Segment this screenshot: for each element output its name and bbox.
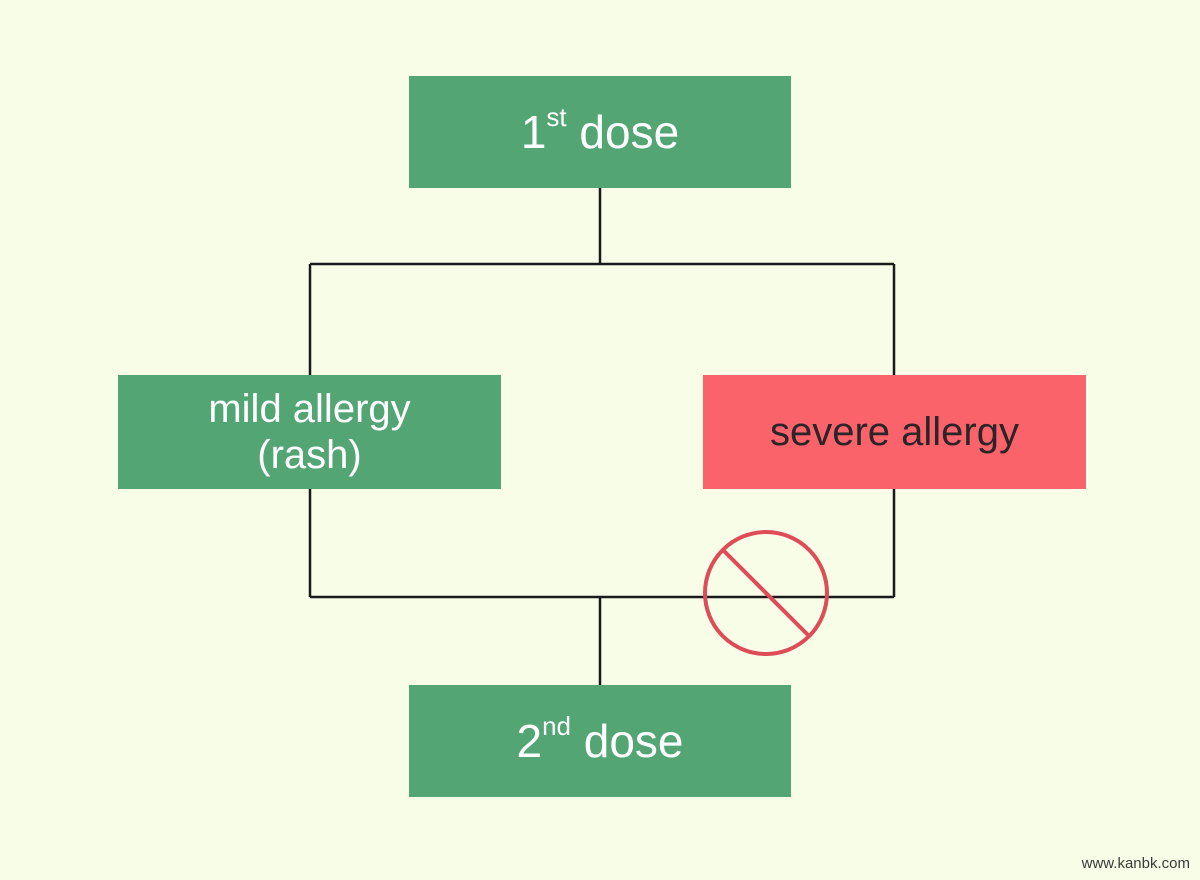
mild-allergy-box: mild allergy (rash) — [118, 375, 501, 489]
first-dose-label: 1st dose — [520, 101, 680, 158]
second-dose-box: 2nd dose — [409, 685, 791, 797]
mild-allergy-label: mild allergy — [208, 387, 411, 431]
severe-allergy-box: severe allergy — [703, 375, 1086, 489]
prohibited-icon — [703, 530, 829, 656]
first-dose-box: 1st dose — [409, 76, 791, 188]
mild-allergy-sublabel: (rash) — [257, 433, 362, 477]
watermark: www.kanbk.com — [1081, 855, 1190, 872]
second-dose-label: 2nd dose — [516, 710, 684, 767]
severe-allergy-label: severe allergy — [769, 409, 1019, 454]
